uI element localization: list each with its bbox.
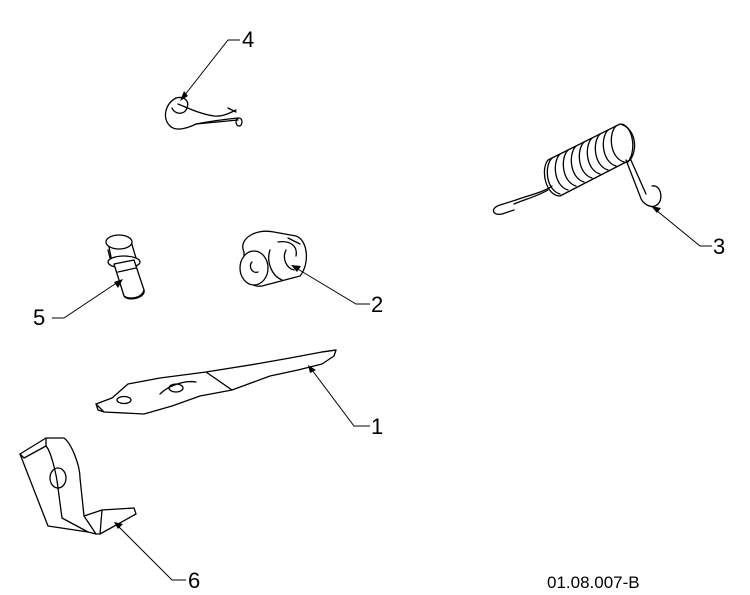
part-hairpin-clip: [164, 96, 243, 130]
callout-5: 5: [33, 305, 45, 330]
part-angle-bracket: [19, 437, 137, 535]
leader-lines: [52, 39, 712, 581]
callout-1: 1: [371, 414, 383, 439]
part-extension-spring: [492, 123, 662, 215]
part-flange-bolt: [105, 234, 145, 300]
callout-4: 4: [242, 27, 254, 52]
part-lever-bar: [95, 349, 337, 415]
drawing-reference: 01.08.007-B: [547, 573, 640, 592]
callout-2: 2: [371, 292, 383, 317]
callout-6: 6: [188, 568, 200, 593]
part-cam-block: [239, 230, 307, 287]
callout-3: 3: [713, 234, 725, 259]
